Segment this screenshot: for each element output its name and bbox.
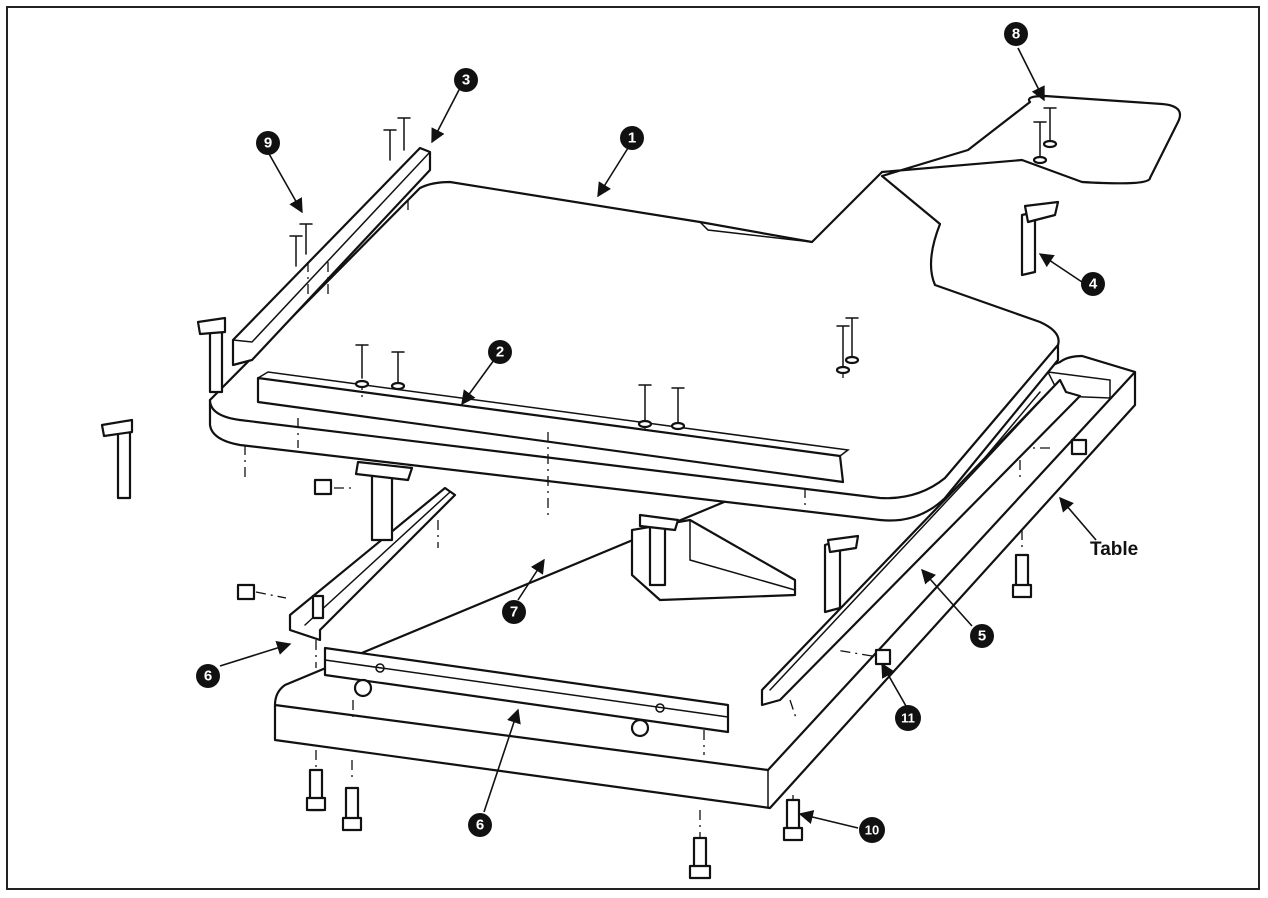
table-label: Table <box>1090 539 1138 560</box>
svg-text:7: 7 <box>510 604 518 621</box>
part-label-5: 5 <box>970 624 994 648</box>
svg-text:8: 8 <box>1012 26 1020 43</box>
right-rail-5 <box>760 378 1082 707</box>
part-label-8: 8 <box>1004 22 1028 46</box>
svg-text:6: 6 <box>476 817 484 834</box>
svg-text:3: 3 <box>462 72 470 89</box>
svg-text:11: 11 <box>901 711 915 726</box>
svg-text:9: 9 <box>264 135 272 152</box>
bar-2 <box>256 371 850 484</box>
front-rail-6 <box>323 646 730 734</box>
svg-text:4: 4 <box>1089 276 1098 293</box>
part-label-6-left: 6 <box>196 664 220 688</box>
svg-text:5: 5 <box>978 628 986 645</box>
svg-text:6: 6 <box>204 668 212 685</box>
part-label-9: 9 <box>256 131 280 155</box>
part-label-4: 4 <box>1081 272 1105 296</box>
left-rail-6 <box>288 486 457 642</box>
part-label-7: 7 <box>502 600 526 624</box>
svg-text:10: 10 <box>865 823 879 838</box>
svg-text:2: 2 <box>496 344 504 361</box>
bolts <box>236 438 1088 880</box>
brackets <box>100 200 1060 500</box>
part-label-11: 11 <box>895 705 921 731</box>
part-label-2: 2 <box>488 340 512 364</box>
part-label-6-front: 6 <box>468 813 492 837</box>
screws <box>244 107 1058 838</box>
leader-lines <box>219 47 1097 829</box>
bar-3 <box>231 146 432 367</box>
part-label-3: 3 <box>454 68 478 92</box>
part-label-1: 1 <box>620 126 644 150</box>
svg-text:1: 1 <box>628 130 636 147</box>
part-label-10: 10 <box>859 817 885 843</box>
center-bracket-assembly <box>354 460 860 614</box>
